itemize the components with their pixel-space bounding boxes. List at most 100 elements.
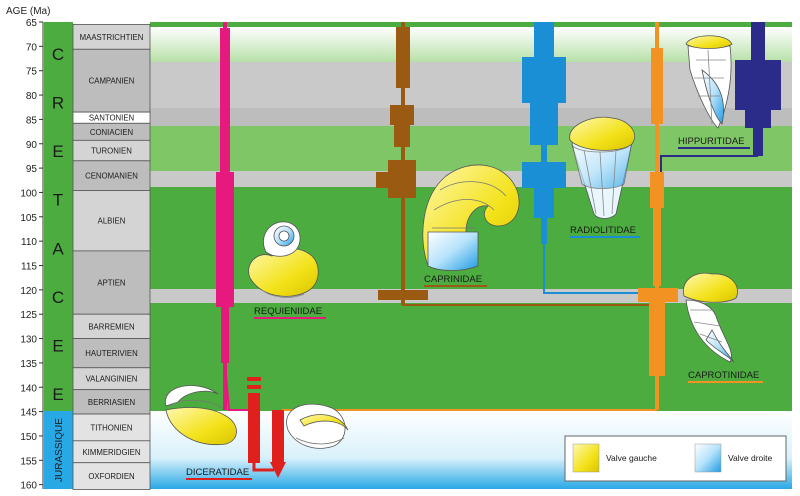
family-labels: REQUIENIIDAE CAPRINIDAE RADIOLITIDAE HIP… bbox=[186, 136, 763, 480]
axis-tick-label: 150 bbox=[20, 432, 37, 443]
axis-tick-label: 90 bbox=[26, 140, 38, 151]
hippuritidae-shell-icon bbox=[685, 35, 733, 129]
requieniidae-range-lower bbox=[221, 300, 229, 363]
stage-cell bbox=[72, 160, 151, 191]
cretaceous-era-box bbox=[44, 22, 73, 411]
right-valve-label: Valve droite bbox=[728, 453, 773, 463]
hippuritidae-label: HIPPURITIDAE bbox=[678, 136, 745, 147]
axis-tick-label: 135 bbox=[20, 359, 37, 370]
jurassic-label: JURASSIQUE bbox=[54, 418, 65, 482]
axis-tick-label: 145 bbox=[20, 408, 37, 419]
cretaceous-letter: R bbox=[52, 94, 64, 113]
diceratidae-range-right bbox=[272, 410, 284, 462]
cretaceous-letter: T bbox=[53, 191, 63, 210]
santonian-band bbox=[150, 108, 792, 126]
radiolitidae-range-mid bbox=[530, 103, 558, 145]
stage-label: TURONIEN bbox=[91, 147, 132, 156]
stage-label: OXFORDIEN bbox=[88, 472, 134, 481]
caprinidae-range-lower bbox=[378, 290, 428, 300]
legend: Valve gauche Valve droite bbox=[564, 435, 787, 482]
stage-label: MAASTRICHTIEN bbox=[80, 33, 144, 42]
left-valve-label: Valve gauche bbox=[606, 453, 657, 463]
diceratidae-dash-1 bbox=[247, 377, 261, 381]
diceratidae-link bbox=[252, 463, 274, 472]
diceratidae-arrow bbox=[270, 462, 286, 478]
radiolitidae-range-lower bbox=[534, 188, 554, 218]
radiolitidae-link bbox=[543, 244, 655, 294]
hippuritidae-range-widest bbox=[735, 60, 781, 110]
diceratidae-label: DICERATIDAE bbox=[186, 467, 249, 478]
diceratidae-lineage bbox=[247, 377, 286, 478]
caprinidae-link bbox=[402, 300, 655, 306]
axis-tick-label: 120 bbox=[20, 286, 37, 297]
axis-tick-label: 115 bbox=[21, 262, 37, 273]
axis-tick-label: 155 bbox=[20, 456, 37, 467]
caprotinidae-range-lower bbox=[649, 302, 665, 376]
caprotinidae-lineage bbox=[282, 22, 678, 411]
stage-cell bbox=[72, 250, 151, 315]
diceratidae-dash-2 bbox=[247, 385, 261, 389]
caprinidae-range-mid bbox=[390, 105, 414, 125]
caprotinidae-range-mid bbox=[653, 208, 661, 286]
hippuritidae-range-lower bbox=[753, 128, 763, 156]
stage-label: TITHONIEN bbox=[90, 423, 132, 432]
stage-label: HAUTERIVIEN bbox=[85, 349, 137, 358]
legend-box bbox=[564, 435, 787, 482]
caprinidae-label: CAPRINIDAE bbox=[424, 274, 482, 285]
cretaceous-letter: C bbox=[52, 288, 64, 307]
stage-cell bbox=[72, 24, 151, 50]
stage-label: VALANGINIEN bbox=[86, 375, 138, 384]
axis-tick-label: 75 bbox=[26, 67, 38, 78]
lineages bbox=[216, 22, 781, 478]
stage-label: BERRIASIEN bbox=[88, 398, 135, 407]
axis-tick-label: 110 bbox=[21, 237, 37, 248]
cretaceous-letter: E bbox=[52, 385, 63, 404]
axis-tick-label: 160 bbox=[20, 481, 37, 492]
left-valve-swatch bbox=[572, 443, 600, 473]
radiolitidae-range-widest bbox=[522, 57, 566, 103]
hippuritidae-range-top bbox=[751, 22, 765, 60]
diceratidae-shell-left-icon bbox=[165, 385, 237, 446]
stage-cell bbox=[72, 389, 151, 415]
requieniidae-range-widest bbox=[216, 172, 234, 307]
requieniidae-lineage bbox=[216, 22, 258, 411]
caprinidae-range-upper bbox=[394, 125, 410, 147]
campanian-band bbox=[150, 62, 792, 108]
stage-label: CENOMANIEN bbox=[85, 172, 138, 181]
shell-illustrations bbox=[165, 35, 738, 449]
axis-title: AGE (Ma) bbox=[6, 6, 50, 17]
stage-label: CAMPANIEN bbox=[89, 77, 135, 86]
stage-label: CONIACIEN bbox=[90, 128, 133, 137]
stage-cell bbox=[72, 190, 151, 252]
caprinidae-shell-icon bbox=[422, 164, 520, 271]
stage-cell bbox=[72, 338, 151, 369]
diceratidae-shell-right-icon bbox=[286, 403, 349, 449]
stage-label: SANTONIEN bbox=[89, 114, 134, 123]
stage-label: ALBIEN bbox=[98, 217, 126, 226]
caprinidae-range-top bbox=[396, 27, 410, 88]
jurassic-era-box bbox=[44, 411, 73, 489]
stage-label: BARREMIEN bbox=[88, 322, 134, 331]
age-axis: AGE (Ma) 6570758085909510010511011512012… bbox=[6, 6, 50, 492]
caprotinidae-range-upper bbox=[651, 48, 663, 124]
caprinidae-lineage bbox=[376, 22, 655, 306]
requieniidae-label: REQUIENIIDAE bbox=[254, 306, 322, 317]
axis-ticks: 6570758085909510010511011512012513013514… bbox=[20, 18, 43, 492]
maastrichtian-band bbox=[150, 27, 792, 62]
stage-cell bbox=[72, 462, 151, 490]
stage-cell bbox=[72, 48, 151, 113]
axis-tick-label: 125 bbox=[20, 310, 37, 321]
cretaceous-letter: C bbox=[52, 45, 64, 64]
caprotinidae-range-cenomanian bbox=[650, 172, 664, 208]
requieniidae-shell-icon bbox=[248, 221, 319, 298]
diceratidae-range-bar bbox=[248, 393, 260, 463]
cretaceous-letter: A bbox=[52, 239, 64, 258]
radiolitidae-label: RADIOLITIDAE bbox=[570, 225, 636, 236]
axis-tick-label: 105 bbox=[20, 213, 37, 224]
radiolitidae-shell-icon bbox=[569, 116, 635, 219]
axis-tick-label: 130 bbox=[20, 335, 37, 346]
hippuritidae-range-mid bbox=[745, 110, 771, 128]
axis-tick-label: 85 bbox=[26, 115, 38, 126]
